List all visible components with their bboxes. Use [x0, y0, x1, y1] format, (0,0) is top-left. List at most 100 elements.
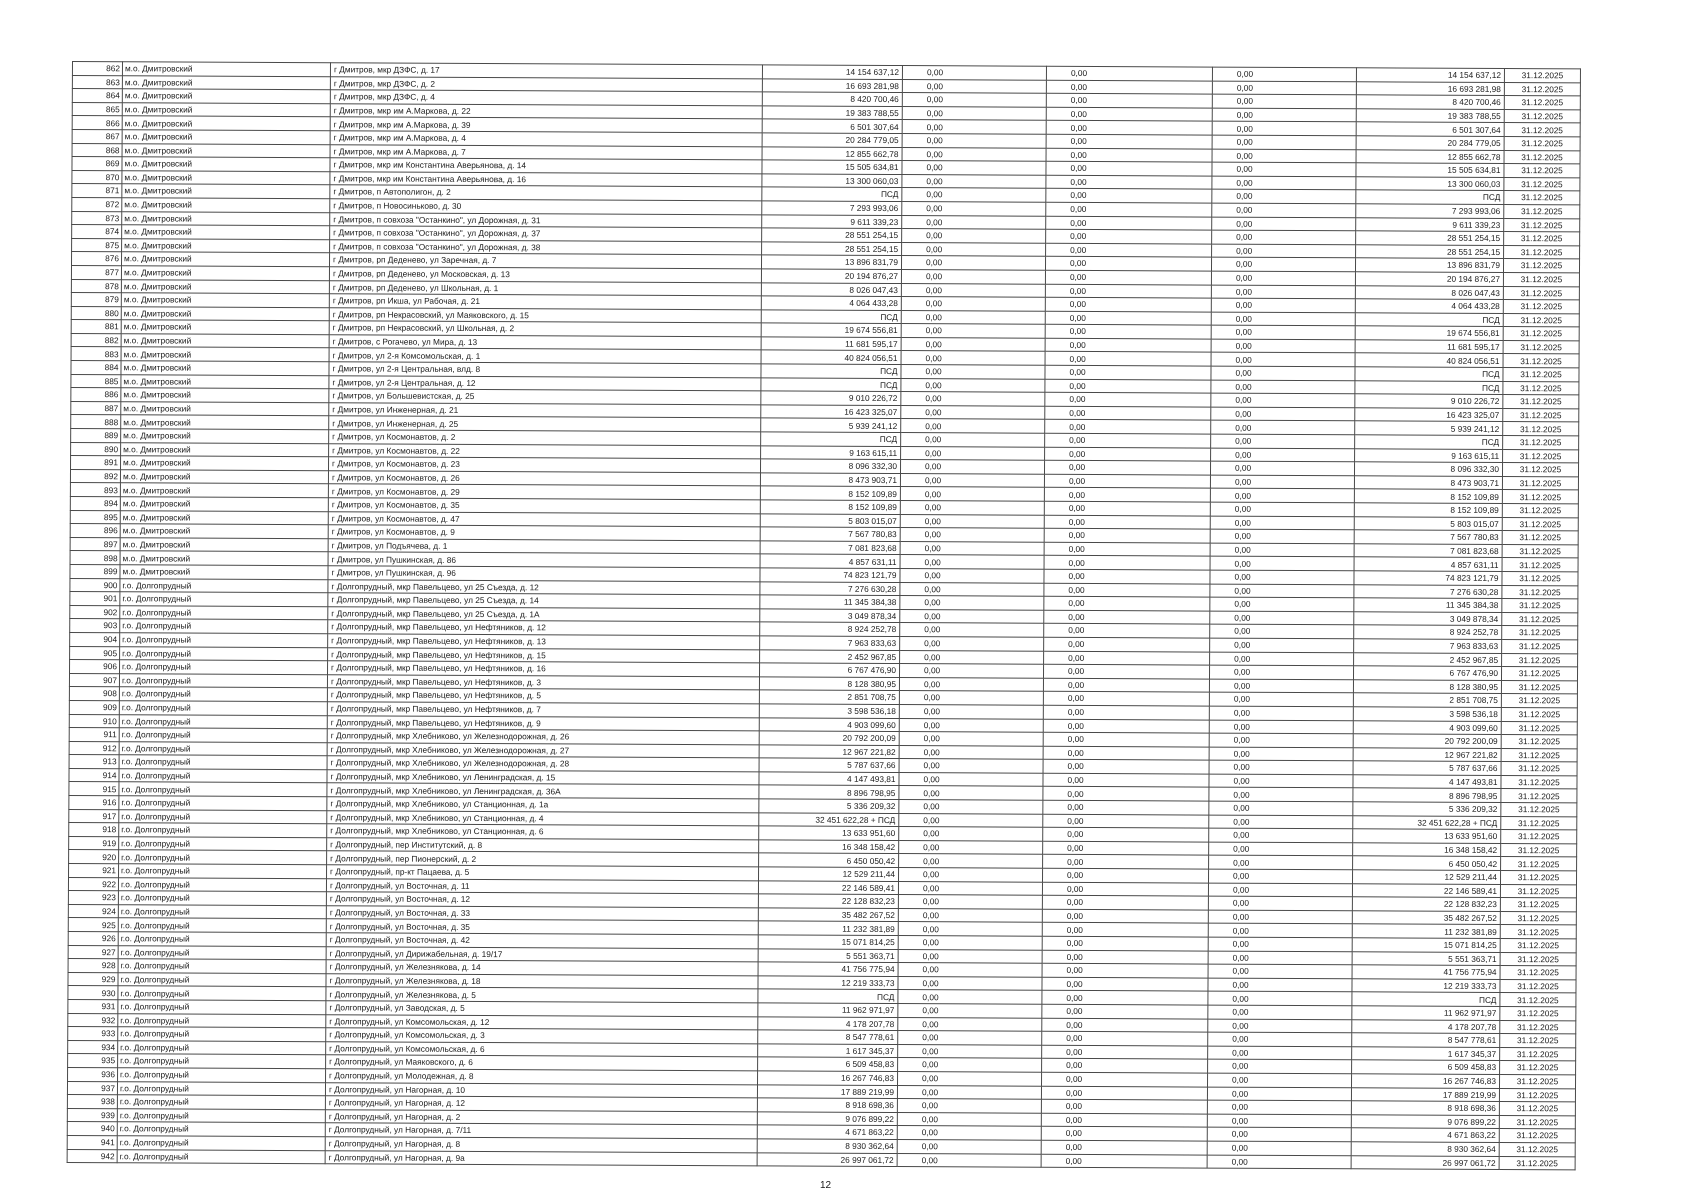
deadline-date: 31.12.2025 [1502, 408, 1579, 423]
row-number: 931 [67, 999, 118, 1014]
total-amount: 4 903 099,60 [1353, 720, 1502, 735]
total-amount: 40 824 056,51 [1355, 353, 1504, 368]
funding-zero-1: 0,00 [898, 813, 1043, 828]
municipality: г.о. Долгопрудный [117, 1040, 326, 1056]
funding-zero-3: 0,00 [1212, 94, 1357, 109]
total-amount: 5 803 015,07 [1354, 516, 1503, 531]
row-number: 942 [67, 1148, 118, 1163]
funding-zero-1: 0,00 [902, 147, 1047, 162]
funding-zero-2: 0,00 [1046, 147, 1213, 163]
deadline-date: 31.12.2025 [1500, 802, 1577, 817]
row-number: 892 [70, 469, 121, 484]
municipality: г.о. Долгопрудный [117, 1108, 326, 1124]
municipality: м.о. Дмитровский [121, 197, 330, 213]
cost-amount: 12 855 662,78 [762, 146, 903, 161]
funding-zero-3: 0,00 [1210, 434, 1355, 449]
cost-amount: 8 918 698,36 [757, 1097, 898, 1113]
deadline-date: 31.12.2025 [1500, 897, 1577, 912]
municipality: г.о. Долгопрудный [118, 850, 327, 865]
cost-amount: 3 049 878,34 [759, 608, 900, 623]
funding-zero-2: 0,00 [1042, 800, 1209, 815]
funding-zero-2: 0,00 [1045, 283, 1212, 299]
funding-zero-2: 0,00 [1043, 610, 1210, 625]
cost-amount: 16 348 158,42 [758, 839, 899, 854]
funding-zero-1: 0,00 [898, 826, 1043, 842]
funding-zero-3: 0,00 [1209, 624, 1354, 639]
funding-zero-1: 0,00 [897, 1057, 1042, 1073]
total-amount: ПСД [1355, 190, 1504, 205]
total-amount: ПСД [1355, 312, 1504, 327]
deadline-date: 31.12.2025 [1499, 1115, 1576, 1130]
municipality: г.о. Долгопрудный [119, 687, 328, 702]
deadline-date: 31.12.2025 [1502, 381, 1579, 396]
deadline-date: 31.12.2025 [1502, 544, 1579, 559]
funding-zero-1: 0,00 [897, 1071, 1042, 1086]
funding-zero-3: 0,00 [1209, 760, 1354, 775]
funding-zero-2: 0,00 [1044, 528, 1211, 543]
funding-zero-3: 0,00 [1207, 1072, 1352, 1088]
municipality: г.о. Долгопрудный [119, 741, 328, 757]
cost-amount: 5 787 637,66 [759, 758, 900, 773]
total-amount: 1 617 345,37 [1351, 1046, 1500, 1061]
cost-amount: 22 146 589,41 [758, 880, 899, 895]
funding-zero-2: 0,00 [1046, 79, 1213, 95]
row-number: 885 [70, 374, 121, 388]
funding-zero-3: 0,00 [1207, 977, 1353, 993]
municipality: м.о. Дмитровский [121, 224, 330, 240]
cost-amount: 8 896 798,95 [758, 785, 899, 800]
total-amount: 4 178 207,78 [1351, 1019, 1500, 1034]
municipality: г.о. Долгопрудный [119, 673, 328, 689]
total-amount: 4 147 493,81 [1352, 774, 1502, 789]
cost-amount: 8 128 380,95 [759, 676, 900, 691]
municipality: м.о. Дмитровский [119, 564, 329, 580]
municipality: м.о. Дмитровский [120, 387, 329, 403]
deadline-date: 31.12.2025 [1503, 285, 1580, 300]
cost-amount: 7 293 993,06 [761, 200, 902, 216]
deadline-date: 31.12.2025 [1502, 557, 1579, 572]
row-number: 882 [71, 333, 122, 348]
total-amount: 22 128 832,23 [1352, 896, 1501, 912]
funding-zero-1: 0,00 [900, 514, 1045, 529]
funding-zero-2: 0,00 [1043, 691, 1210, 706]
total-amount: 35 482 267,52 [1352, 910, 1501, 925]
municipality: м.о. Дмитровский [121, 170, 330, 186]
cost-amount: 28 551 254,15 [761, 227, 902, 243]
municipality: м.о. Дмитровский [121, 238, 330, 254]
municipality: г.о. Долгопрудный [118, 904, 327, 920]
deadline-date: 31.12.2025 [1501, 585, 1578, 600]
funding-zero-3: 0,00 [1211, 230, 1356, 245]
funding-zero-1: 0,00 [899, 595, 1044, 611]
total-amount: 9 163 615,11 [1354, 448, 1503, 463]
cost-amount: 12 529 211,44 [758, 866, 899, 882]
funding-zero-2: 0,00 [1045, 310, 1212, 326]
cost-amount: 13 633 951,60 [758, 826, 899, 841]
cost-amount: 12 219 333,73 [757, 975, 899, 990]
cost-amount: 15 505 634,81 [761, 160, 903, 175]
row-number: 883 [71, 346, 122, 361]
municipality: г.о. Долгопрудный [118, 768, 328, 784]
deadline-date: 31.12.2025 [1503, 218, 1580, 232]
deadline-date: 31.12.2025 [1500, 924, 1577, 939]
cost-amount: 5 336 209,32 [758, 798, 899, 814]
total-amount: 5 787 637,66 [1353, 761, 1502, 776]
funding-zero-2: 0,00 [1045, 161, 1213, 176]
total-amount: 8 152 109,89 [1354, 489, 1503, 504]
funding-zero-1: 0,00 [899, 745, 1044, 760]
funding-zero-1: 0,00 [901, 242, 1046, 257]
funding-zero-3: 0,00 [1210, 529, 1355, 544]
funding-zero-1: 0,00 [898, 881, 1043, 896]
row-number: 937 [67, 1081, 118, 1095]
total-amount: 9 076 899,22 [1351, 1114, 1500, 1129]
funding-zero-1: 0,00 [899, 582, 1044, 597]
deadline-date: 31.12.2025 [1501, 707, 1578, 722]
funding-zero-1: 0,00 [897, 1098, 1042, 1113]
funding-zero-3: 0,00 [1208, 937, 1353, 952]
municipality: г.о. Долгопрудный [119, 646, 328, 661]
funding-zero-2: 0,00 [1041, 1004, 1208, 1019]
funding-zero-2: 0,00 [1041, 1072, 1208, 1087]
deadline-date: 31.12.2025 [1501, 734, 1578, 749]
row-number: 875 [71, 238, 122, 253]
funding-zero-1: 0,00 [901, 187, 1046, 203]
municipality: м.о. Дмитровский [122, 129, 331, 145]
municipality: г.о. Долгопрудный [117, 986, 326, 1001]
